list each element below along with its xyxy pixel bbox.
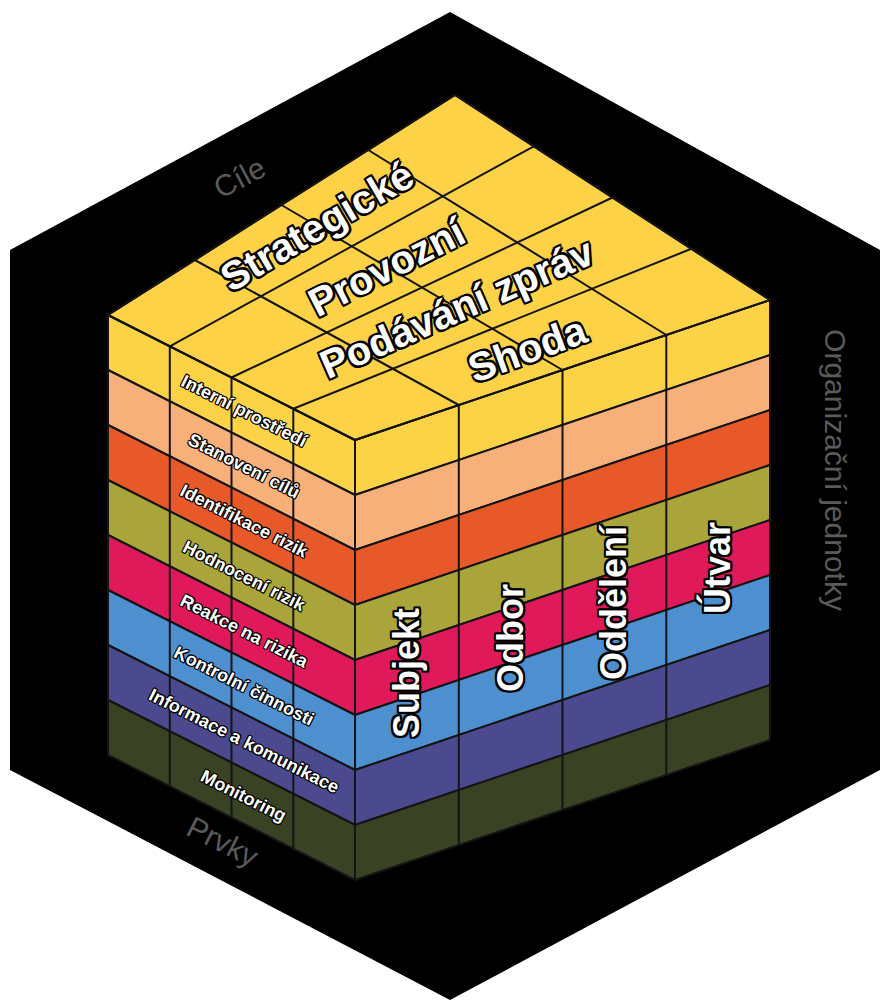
unit-label: Odbor xyxy=(493,584,529,692)
grid-line xyxy=(169,346,171,786)
grid-line xyxy=(665,335,667,775)
unit-label: Útvar xyxy=(700,521,736,613)
grid-line xyxy=(231,378,233,818)
cube xyxy=(108,95,770,880)
grid-line xyxy=(562,370,564,810)
axis-label: Organizační jednotky xyxy=(820,329,850,611)
hexagon-ground xyxy=(10,12,880,1000)
unit-label: Subjekt xyxy=(389,607,425,737)
grid-line xyxy=(458,405,460,845)
grid-line xyxy=(292,409,294,849)
unit-label: Oddělení xyxy=(596,525,632,679)
